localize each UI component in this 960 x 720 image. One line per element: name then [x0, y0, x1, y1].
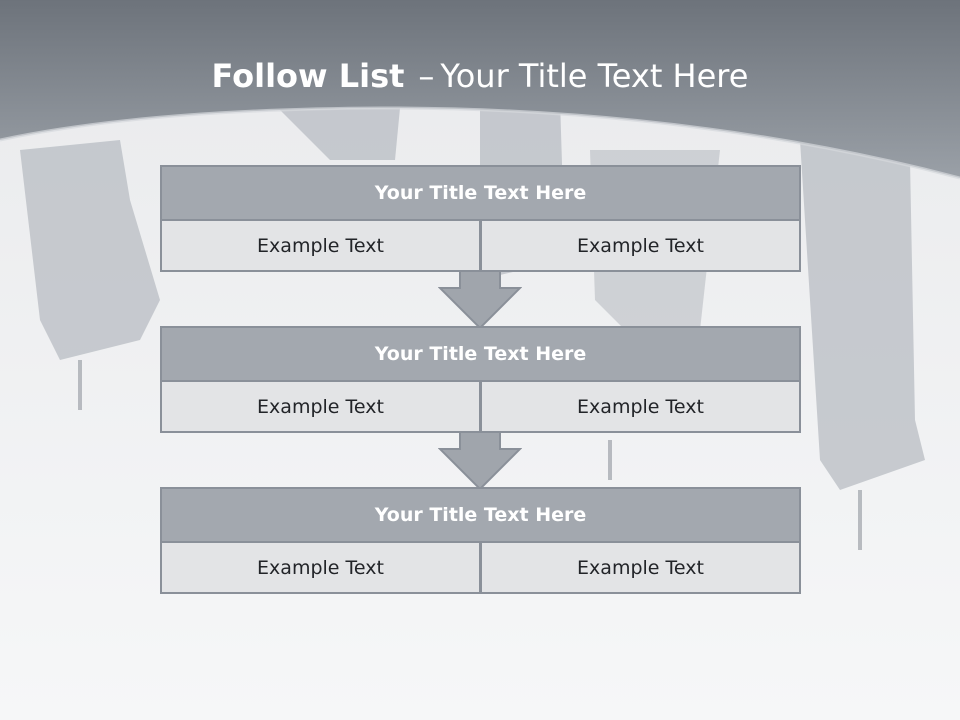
- page-title: Follow List–Your Title Text Here: [0, 56, 960, 96]
- step-cell-right: Example Text: [480, 221, 801, 272]
- down-arrow-icon: [438, 431, 522, 491]
- step-cell-left: Example Text: [160, 543, 481, 594]
- down-arrow-icon: [438, 270, 522, 330]
- title-rest: Your Title Text Here: [440, 57, 749, 95]
- step-cell-right: Example Text: [480, 382, 801, 433]
- title-separator: –: [418, 57, 435, 95]
- step-title: Your Title Text Here: [160, 487, 801, 543]
- title-bold: Follow List: [211, 57, 405, 95]
- step-cell-right: Example Text: [480, 543, 801, 594]
- step-title: Your Title Text Here: [160, 165, 801, 221]
- step-block-3: Your Title Text Here Example Text Exampl…: [160, 487, 801, 594]
- step-block-2: Your Title Text Here Example Text Exampl…: [160, 326, 801, 433]
- step-block-1: Your Title Text Here Example Text Exampl…: [160, 165, 801, 272]
- step-cell-left: Example Text: [160, 382, 481, 433]
- step-cell-left: Example Text: [160, 221, 481, 272]
- step-title: Your Title Text Here: [160, 326, 801, 382]
